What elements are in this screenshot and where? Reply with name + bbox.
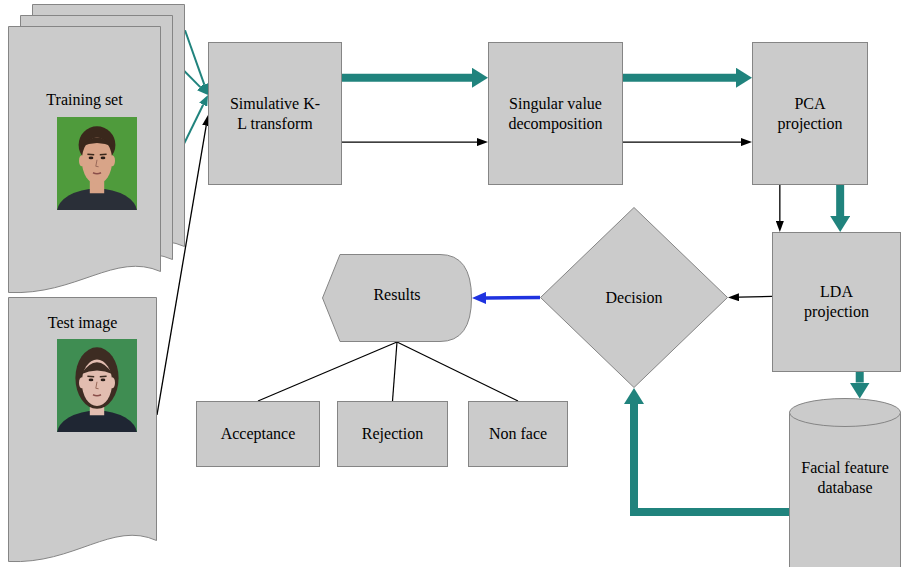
connector-path — [856, 372, 864, 383]
drawing-part — [93, 172, 101, 174]
drawing-part — [100, 153, 107, 155]
database-cylinder: Facial feature database — [789, 398, 901, 567]
drawing-part — [87, 375, 94, 377]
process-box: Simulative K-L transform — [208, 42, 342, 185]
connector-line — [258, 342, 397, 401]
process-box: Rejection — [337, 401, 448, 467]
drawing-part — [81, 362, 113, 374]
connector-path — [779, 185, 780, 221]
face-photo — [57, 339, 137, 432]
process-box: Acceptance — [196, 401, 320, 467]
flow-arrow — [840, 185, 841, 216]
connector-path — [393, 342, 398, 401]
connector-path — [342, 141, 477, 142]
drawing-part — [101, 379, 106, 382]
flow-arrow — [486, 297, 540, 298]
drawing-part — [101, 157, 106, 160]
node-label: Decision — [606, 288, 663, 308]
display-shape: Results — [322, 254, 472, 342]
drawing-part — [89, 157, 94, 160]
flow-arrow — [779, 185, 780, 221]
node-label: Acceptance — [221, 424, 296, 444]
connector-path — [634, 404, 789, 512]
decision-diamond: Decision — [540, 207, 728, 388]
connector-path — [397, 342, 518, 401]
flow-arrow — [634, 404, 789, 512]
face-photo — [57, 117, 137, 210]
node-label: LDA projection — [797, 282, 877, 322]
drawing-part — [82, 359, 112, 406]
document-stack-outline — [8, 4, 185, 296]
drawing-part — [89, 379, 94, 382]
connector-path — [342, 74, 472, 82]
drawing-part — [100, 375, 107, 377]
shape-outline — [9, 27, 161, 293]
process-box: Non face — [468, 401, 568, 467]
flow-arrow — [342, 77, 472, 78]
drawing-part — [87, 153, 94, 155]
connector-path — [739, 296, 772, 298]
process-box: Singular value decomposition — [488, 42, 623, 185]
shape-outline — [790, 399, 901, 427]
flow-arrow — [859, 372, 860, 383]
drawing-part — [96, 160, 99, 167]
node-label: Test image — [48, 313, 118, 333]
drawing-part — [96, 382, 99, 389]
connector-path — [623, 74, 736, 82]
connector-path — [836, 185, 844, 216]
node-label: Facial feature database — [795, 458, 895, 498]
process-box: PCA projection — [752, 42, 868, 185]
shape-outline — [541, 208, 728, 388]
node-label: Training set — [46, 90, 122, 110]
drawing-part — [93, 394, 101, 396]
document-stack: Training set — [8, 4, 185, 296]
node-label: Results — [373, 285, 420, 305]
connector-line — [397, 342, 518, 401]
node-label: Rejection — [362, 424, 423, 444]
connector-path — [486, 296, 540, 300]
shape-outline — [9, 298, 157, 562]
drawing-part — [81, 137, 113, 146]
node-label: Simulative K-L transform — [227, 94, 324, 134]
flow-arrow — [623, 77, 736, 78]
process-box: LDA projection — [772, 232, 901, 372]
flow-arrow — [739, 296, 772, 298]
shape-outline — [790, 412, 901, 567]
node-label: Singular value decomposition — [498, 94, 613, 134]
flow-arrow — [623, 142, 741, 143]
drawing-part — [82, 137, 112, 184]
connector-line — [393, 342, 398, 401]
connector-path — [623, 141, 741, 142]
connector-path — [258, 342, 397, 401]
connector-path — [185, 30, 204, 84]
document-shape: Test image — [8, 297, 157, 565]
node-label: PCA projection — [770, 94, 850, 134]
drawing-part — [75, 347, 118, 408]
flow-arrow — [342, 142, 477, 143]
node-label: Non face — [489, 424, 547, 444]
shape-outline — [323, 255, 472, 342]
document-shape-outline — [8, 297, 157, 565]
